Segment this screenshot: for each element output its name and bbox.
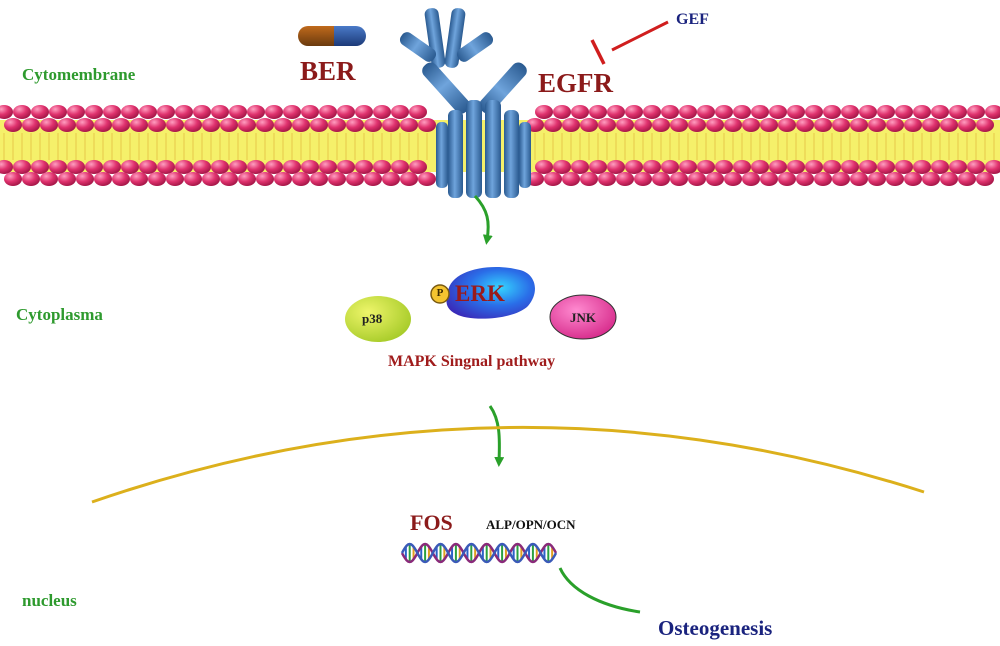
gene-fos-label: FOS — [410, 510, 453, 535]
p38-label: p38 — [362, 311, 383, 326]
arrow-egfr-to-erk — [473, 194, 493, 245]
dna-helix-icon — [400, 542, 558, 564]
region-label-cytoplasma: Cytoplasma — [16, 305, 103, 324]
pathway-label: MAPK Singnal pathway — [388, 353, 556, 370]
ber-capsule-icon — [298, 26, 366, 46]
inhibitor-label: GEF — [676, 11, 709, 28]
lipid-heads — [0, 105, 1000, 186]
p38-protein — [345, 296, 411, 342]
gene-markers-label: ALP/OPN/OCN — [486, 517, 576, 532]
erk-protein — [446, 266, 535, 319]
erk-label: ERK — [455, 281, 505, 306]
osteogenesis-connector — [558, 567, 641, 614]
arrow-mapk-to-nucleus — [488, 405, 505, 467]
phospho-group — [430, 284, 450, 304]
egfr-receptor — [399, 8, 531, 198]
gef-inhibition-mark — [590, 20, 669, 65]
region-label-nucleus: nucleus — [22, 591, 77, 610]
drug-label: BER — [300, 56, 356, 86]
region-label-cytomembrane: Cytomembrane — [22, 65, 136, 84]
phospho-label: P — [436, 287, 444, 299]
lipid-tails — [3, 133, 995, 160]
jnk-protein — [549, 294, 617, 340]
outcome-label: Osteogenesis — [658, 616, 773, 640]
receptor-label: EGFR — [538, 68, 614, 98]
nuclear-envelope — [91, 425, 925, 504]
jnk-label: JNK — [570, 310, 596, 325]
